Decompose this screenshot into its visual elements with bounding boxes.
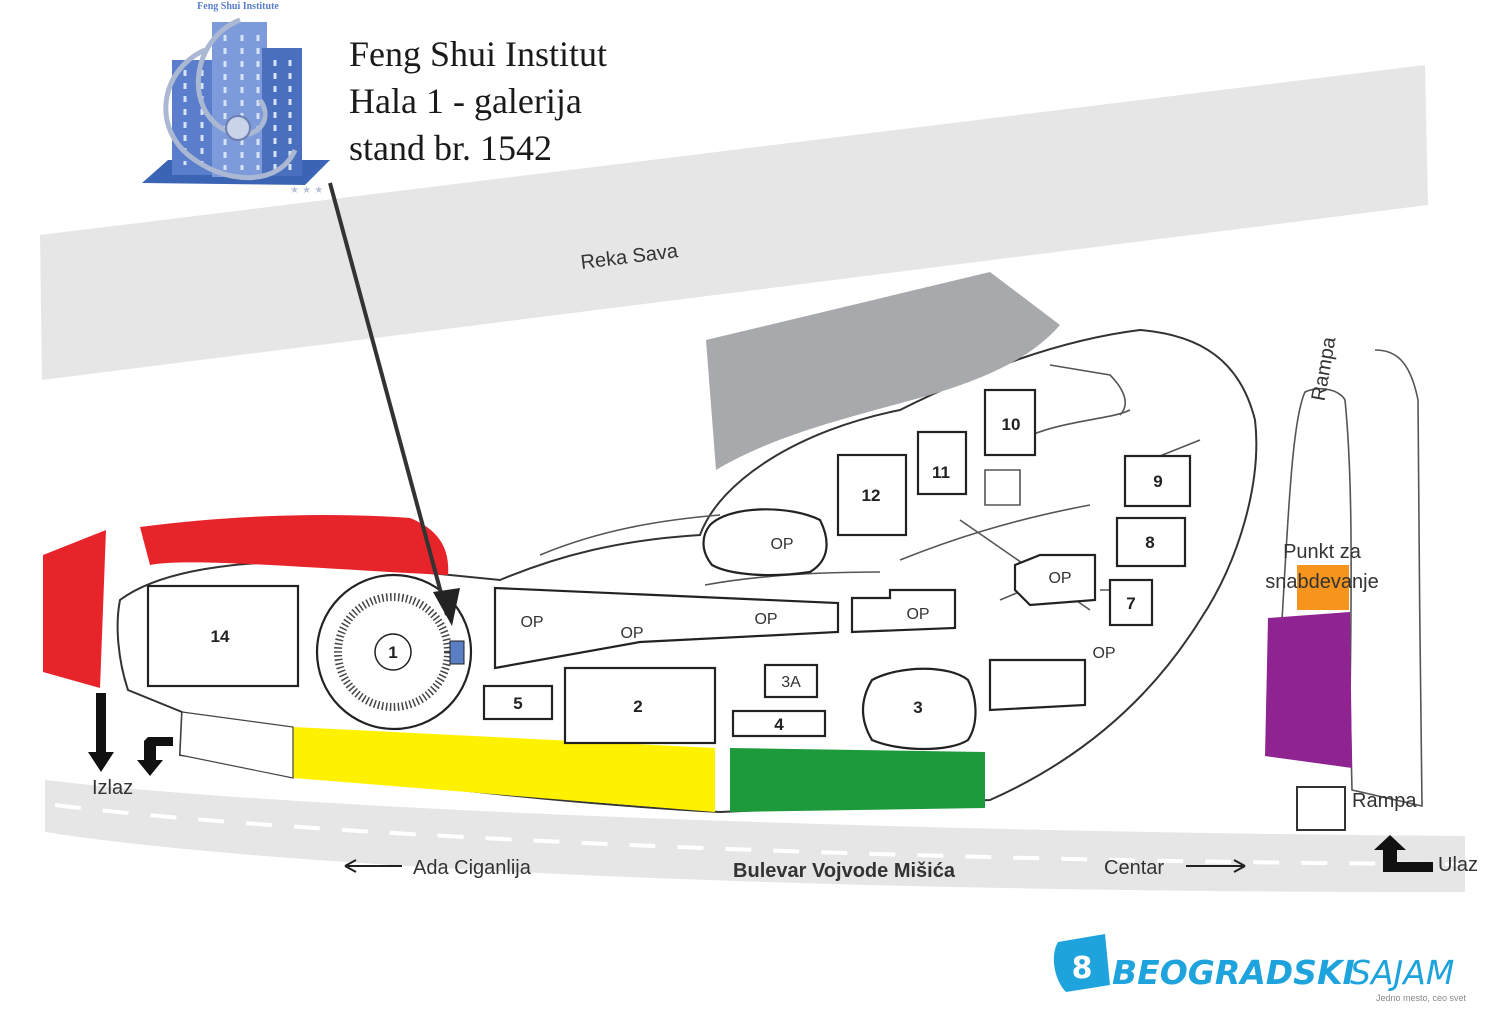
arrow-right-icon bbox=[1186, 859, 1246, 873]
op-label-4: OP bbox=[770, 536, 793, 553]
logo-building-center bbox=[212, 22, 267, 177]
logo-yin-yang-icon bbox=[225, 115, 251, 141]
hall-3-label: 3 bbox=[913, 698, 922, 717]
hall-4-label: 4 bbox=[774, 715, 784, 734]
road-dashes bbox=[54, 803, 1461, 866]
exit-label: Izlaz bbox=[92, 777, 133, 799]
hall-2-label: 2 bbox=[633, 697, 642, 716]
hall-12-label: 12 bbox=[862, 486, 881, 505]
green-zone bbox=[730, 748, 985, 812]
op-label-1: OP bbox=[520, 614, 543, 631]
pointer-arrowhead bbox=[433, 588, 460, 626]
logo-building-right bbox=[262, 48, 302, 176]
info-line-3: stand br. 1542 bbox=[349, 128, 552, 168]
logo-swirl bbox=[163, 17, 298, 181]
supply-point-label-1: Punkt za bbox=[1283, 541, 1362, 563]
arrow-left-icon bbox=[344, 859, 402, 873]
hall-2 bbox=[563, 666, 717, 745]
gray-zone bbox=[706, 272, 1060, 470]
entry-turn-arrow-icon bbox=[137, 737, 173, 776]
boulevard-road bbox=[45, 780, 1465, 893]
supply-point-label-2: snabdevanje bbox=[1265, 571, 1378, 593]
op-strip-west bbox=[493, 586, 840, 670]
hall-9-label: 9 bbox=[1153, 472, 1162, 491]
op-label-5: OP bbox=[906, 606, 929, 623]
info-line-1: Feng Shui Institut bbox=[349, 34, 607, 74]
hall-7-label: 7 bbox=[1126, 594, 1135, 613]
red-zone-left bbox=[43, 530, 106, 688]
hall-8-label: 8 bbox=[1145, 533, 1154, 552]
red-zone-top bbox=[140, 515, 449, 575]
boulevard-label: Bulevar Vojvode Mišića bbox=[733, 860, 956, 882]
hall-1-core bbox=[374, 633, 412, 671]
hall-8 bbox=[1115, 516, 1187, 568]
brand-emblem-icon bbox=[1053, 934, 1110, 992]
hall-4 bbox=[731, 709, 827, 738]
river-sava bbox=[40, 65, 1428, 380]
hall-5-label: 5 bbox=[513, 694, 522, 713]
op-label-3: OP bbox=[754, 611, 777, 628]
op-block-south bbox=[850, 588, 957, 634]
exit-arrow-icon bbox=[88, 693, 114, 772]
op-block-southeast bbox=[988, 658, 1087, 712]
ramp-lane bbox=[1281, 349, 1423, 808]
direction-left-label: Ada Ciganlija bbox=[413, 857, 532, 879]
white-strip bbox=[179, 711, 294, 779]
hall-3 bbox=[862, 667, 977, 751]
stand-1542-marker[interactable] bbox=[449, 640, 465, 665]
brand-emblem-glyph: 8 bbox=[1072, 951, 1093, 986]
hall-10 bbox=[983, 388, 1037, 457]
op-label-6: OP bbox=[1048, 570, 1071, 587]
logo-badge: ☆SD bbox=[266, 34, 291, 46]
entrance-arrow-icon bbox=[1374, 835, 1433, 872]
ramp-label-bottom: Rampa bbox=[1352, 790, 1417, 812]
brand-logo: 8 BEOGRADSKI SAJAM Jedno mesto, ceo svet bbox=[1053, 934, 1467, 1003]
hall-5 bbox=[482, 684, 554, 721]
op-block-east bbox=[1013, 553, 1097, 607]
info-line-2: Hala 1 - galerija bbox=[349, 81, 582, 121]
hall-10-label: 10 bbox=[1002, 415, 1021, 434]
op-label-7: OP bbox=[1092, 645, 1115, 662]
brand-name-part1: BEOGRADSKI bbox=[1112, 953, 1355, 992]
hall-7 bbox=[1108, 578, 1154, 627]
supply-point-marker bbox=[1297, 565, 1349, 610]
logo-caption: Feng Shui Institute bbox=[197, 1, 279, 12]
brand-name-part2: SAJAM bbox=[1350, 953, 1454, 992]
hall-12 bbox=[836, 453, 908, 537]
yellow-zone bbox=[293, 727, 715, 812]
hall-14-label: 14 bbox=[211, 627, 230, 646]
logo-stars: ★ ★ ★ bbox=[290, 185, 323, 196]
op-label-2: OP bbox=[620, 625, 643, 642]
hall-1-label: 1 bbox=[388, 643, 397, 662]
hall-3a-label: 3A bbox=[781, 674, 801, 691]
op-block-central bbox=[702, 508, 828, 577]
purple-zone bbox=[1265, 612, 1352, 768]
hall-11-label: 11 bbox=[932, 463, 950, 482]
logo-window-grid bbox=[183, 35, 292, 170]
hall-14 bbox=[146, 584, 300, 688]
ramp-box bbox=[1296, 786, 1346, 831]
pointer-line bbox=[328, 182, 449, 616]
hall-9 bbox=[1123, 454, 1192, 508]
brand-tagline: Jedno mesto, ceo svet bbox=[1376, 993, 1467, 1003]
hall-11 bbox=[916, 430, 968, 496]
hall-3a bbox=[763, 663, 819, 699]
institute-logo: Feng Shui Institute ☆SD ★ ★ ★ bbox=[142, 1, 330, 196]
entrance-label: Ulaz bbox=[1438, 854, 1478, 876]
direction-right-label: Centar bbox=[1104, 857, 1164, 879]
